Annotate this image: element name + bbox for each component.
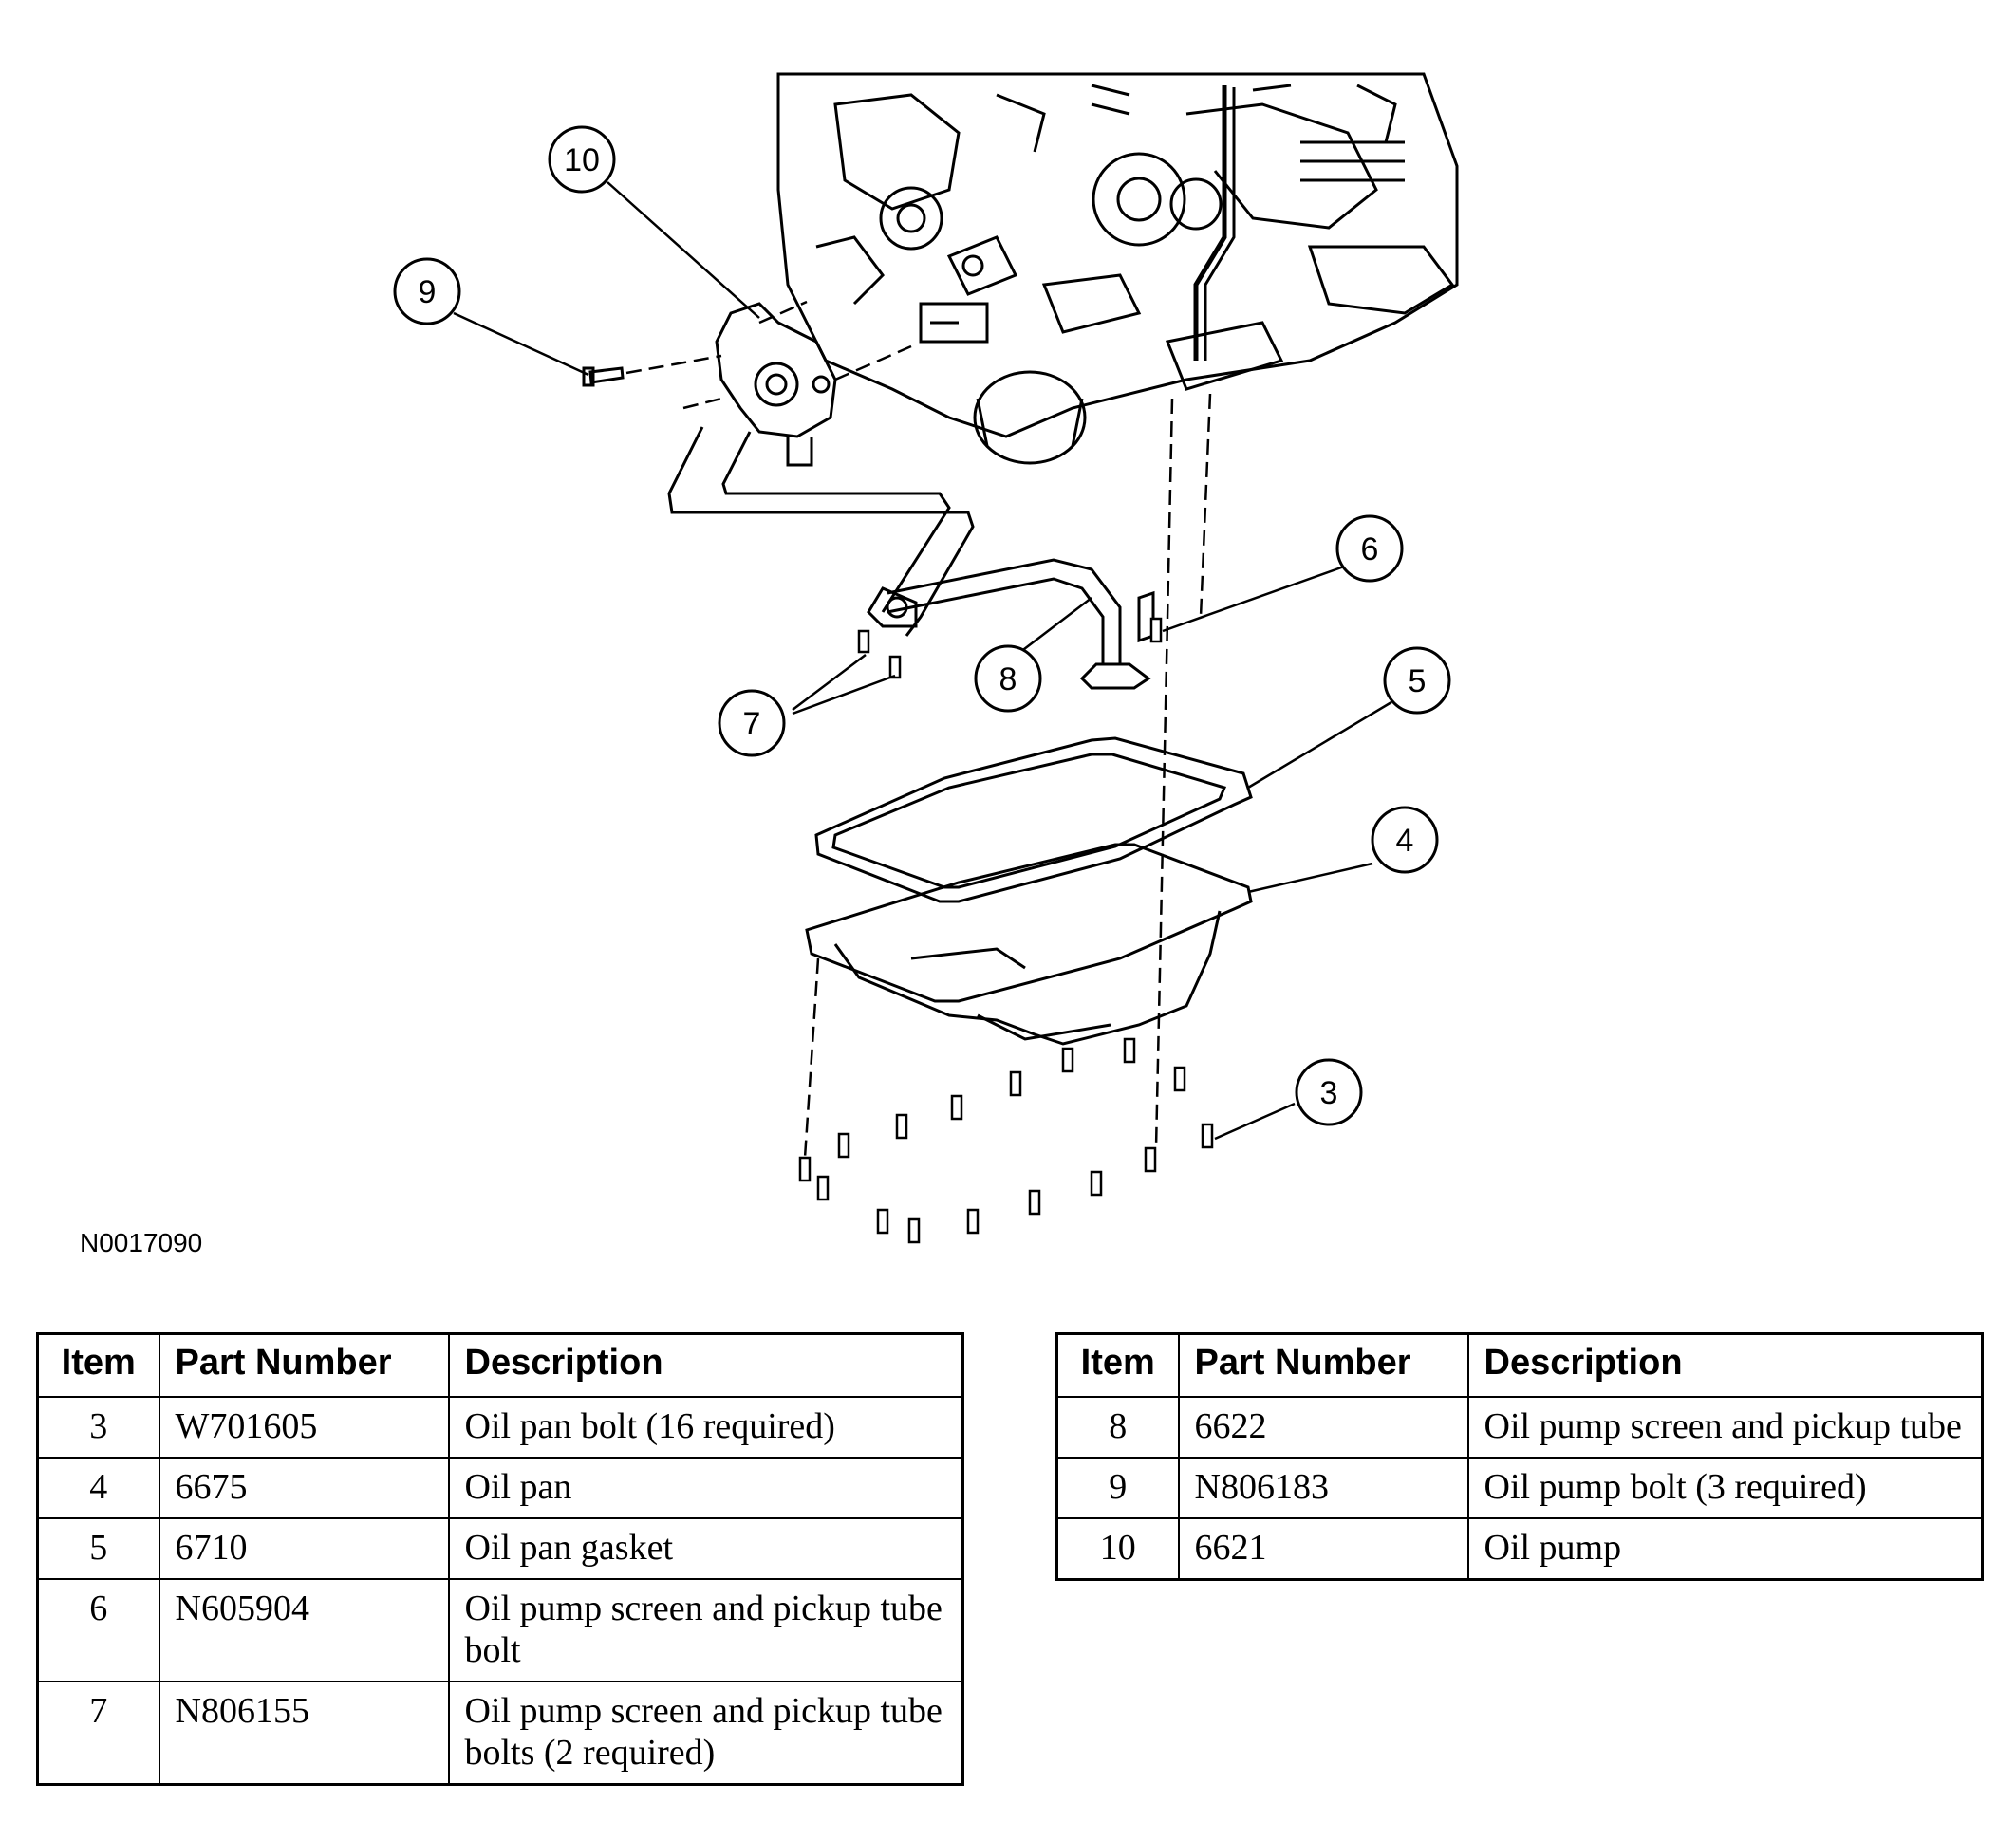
table-header-row: Item Part Number Description (1055, 1332, 1984, 1398)
callout-3: 3 (1295, 1058, 1363, 1126)
cell-part-number: 6675 (158, 1457, 450, 1519)
small-bolts-drawing (857, 617, 1163, 679)
oil-pan-gasket-drawing (814, 736, 1253, 903)
cell-description: Oil pump screen and pickup tube (1466, 1396, 1984, 1459)
callout-9: 9 (393, 257, 461, 325)
header-item: Item (36, 1332, 160, 1398)
cell-part-number: N806183 (1177, 1457, 1469, 1519)
callout-5-label: 5 (1409, 663, 1427, 699)
callout-10: 10 (548, 125, 616, 194)
callout-4-label: 4 (1396, 823, 1414, 859)
cell-item: 10 (1055, 1517, 1180, 1581)
cell-item: 9 (1055, 1457, 1180, 1519)
pickup-routing-line-2 (721, 431, 951, 613)
parts-table-right: Item Part Number Description 8 6622 Oil … (1055, 1332, 1984, 1581)
header-item: Item (1055, 1332, 1180, 1398)
table-row: 4 6675 Oil pan (36, 1457, 964, 1519)
cell-description: Oil pump (1466, 1517, 1984, 1581)
parts-table-left: Item Part Number Description 3 W701605 O… (36, 1332, 964, 1786)
cell-description: Oil pan gasket (447, 1517, 964, 1580)
cell-part-number: W701605 (158, 1396, 450, 1459)
cell-part-number: 6621 (1177, 1517, 1469, 1581)
callout-9-label: 9 (419, 274, 437, 310)
cell-part-number: 6622 (1177, 1396, 1469, 1459)
header-part-number: Part Number (158, 1332, 450, 1398)
oil-pan-bolts-drawing (798, 1037, 1214, 1244)
callout-10-label: 10 (564, 142, 600, 178)
cell-item: 6 (36, 1578, 160, 1682)
callout-8-label: 8 (999, 661, 1017, 697)
table-row: 10 6621 Oil pump (1055, 1517, 1984, 1581)
engine-block-drawing (776, 72, 1459, 465)
cell-item: 3 (36, 1396, 160, 1459)
header-description: Description (1466, 1332, 1984, 1398)
callout-7: 7 (718, 689, 786, 757)
figure-id: N0017090 (80, 1228, 203, 1257)
table-row: 3 W701605 Oil pan bolt (16 required) (36, 1396, 964, 1459)
cell-item: 4 (36, 1457, 160, 1519)
callout-6: 6 (1335, 514, 1404, 583)
header-description: Description (447, 1332, 964, 1398)
callout-6-label: 6 (1361, 531, 1379, 567)
cell-item: 5 (36, 1517, 160, 1580)
cell-part-number: N806155 (158, 1681, 450, 1786)
callout-8: 8 (974, 644, 1042, 713)
table-row: 6 N605904 Oil pump screen and pickup tub… (36, 1578, 964, 1682)
oil-pump-bolt-drawing (582, 366, 625, 387)
cell-part-number: N605904 (158, 1578, 450, 1682)
alignment-lines (625, 300, 1212, 1159)
table-row: 9 N806183 Oil pump bolt (3 required) (1055, 1457, 1984, 1519)
cell-description: Oil pan bolt (16 required) (447, 1396, 964, 1459)
oil-pan-drawing (805, 843, 1253, 1046)
cell-item: 7 (36, 1681, 160, 1786)
cell-description: Oil pan (447, 1457, 964, 1519)
pickup-routing-line (667, 426, 975, 637)
cell-description: Oil pump bolt (3 required) (1466, 1457, 1984, 1519)
cell-description: Oil pump screen and pickup tube bolts (2… (447, 1681, 964, 1786)
oil-pump-drawing (715, 302, 837, 467)
table-header-row: Item Part Number Description (36, 1332, 964, 1398)
callout-5: 5 (1383, 646, 1451, 715)
header-part-number: Part Number (1177, 1332, 1469, 1398)
table-row: 5 6710 Oil pan gasket (36, 1517, 964, 1580)
cell-part-number: 6710 (158, 1517, 450, 1580)
callout-7-label: 7 (743, 706, 761, 742)
callout-3-label: 3 (1320, 1075, 1338, 1111)
cell-description: Oil pump screen and pickup tube bolt (447, 1578, 964, 1682)
exploded-view-diagram: 10 9 6 8 7 5 4 3 (393, 72, 1459, 1244)
table-row: 7 N806155 Oil pump screen and pickup tub… (36, 1681, 964, 1786)
cell-item: 8 (1055, 1396, 1180, 1459)
table-row: 8 6622 Oil pump screen and pickup tube (1055, 1396, 1984, 1459)
callout-4: 4 (1371, 806, 1439, 874)
